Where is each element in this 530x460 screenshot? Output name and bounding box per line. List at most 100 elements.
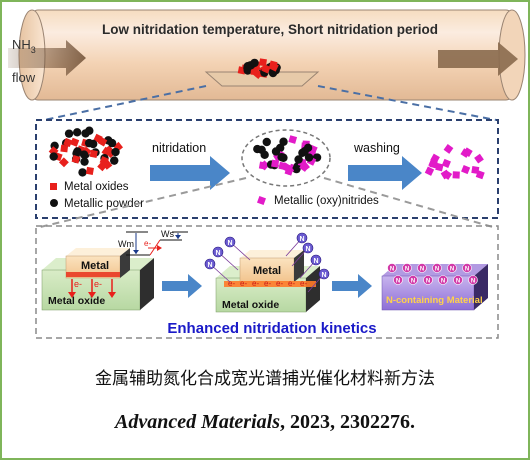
product-n-atom-label: N <box>465 267 469 273</box>
zoom-lines <box>43 85 497 121</box>
oxide-particle <box>259 58 267 67</box>
boat-particles <box>237 58 281 79</box>
gas-inlet-arrow <box>8 40 86 76</box>
oxynitride-particle <box>443 144 454 154</box>
product-n-atom-label: N <box>435 267 439 273</box>
kinetics-label: Enhanced nitridation kinetics <box>167 320 376 337</box>
n-atom-label: N <box>227 240 232 247</box>
n-atom-label: N <box>313 258 318 265</box>
product-label: N-containing Material <box>386 295 483 306</box>
mechanism-arrow-2 <box>332 274 372 298</box>
oxynitride-particle <box>452 171 460 179</box>
metal-particle <box>277 152 286 162</box>
oxide-particle <box>261 64 271 74</box>
oxide-particle <box>97 136 108 147</box>
electron-label-2: e- <box>94 279 102 289</box>
product-n-atom-label: N <box>405 267 409 273</box>
product-n-atom <box>468 275 478 285</box>
oxide-particle <box>71 154 81 164</box>
oxide-particle <box>85 166 94 175</box>
metal-particle <box>84 138 94 148</box>
metal-oxides-legend: Metal oxides <box>64 181 129 193</box>
product-n-atom <box>423 275 433 285</box>
interface-electrons: e-e-e-e-e-e-e- <box>228 279 307 288</box>
electron-label-1: e- <box>74 279 82 289</box>
product-n-atom-label: N <box>426 279 430 285</box>
nitrided-particles-cluster <box>253 135 322 176</box>
mixed-particles-cluster <box>48 126 124 177</box>
metal-particle <box>111 147 120 157</box>
gas-outlet-arrow <box>438 42 518 76</box>
oxide-particle <box>60 144 69 153</box>
journal-name: Advanced Materials <box>115 411 280 433</box>
oxide-particle <box>89 149 98 158</box>
oxynitride-particle <box>460 148 471 158</box>
interface-block-initial <box>41 248 154 311</box>
electron-label-band: e- <box>144 239 151 248</box>
electron-symbol: e- <box>300 279 307 288</box>
metal-particle <box>73 147 82 156</box>
metal-particle <box>78 168 87 177</box>
metal-particle <box>81 129 90 138</box>
oxynitride-particle <box>441 158 451 168</box>
tube-title: Low nitridation temperature, Short nitri… <box>102 22 438 37</box>
metal-particle <box>49 152 58 161</box>
mechanism-box <box>35 225 499 339</box>
product-n-atom <box>387 263 397 273</box>
oxide-label-left: Metal oxide <box>48 295 105 307</box>
metal-particle <box>110 156 119 165</box>
flow-label: flow <box>12 70 36 85</box>
metallic-powder-legend: Metallic powder <box>64 198 144 210</box>
schematic: Low nitridation temperature, Short nitri… <box>8 9 526 339</box>
n-atom <box>296 232 308 244</box>
oxynitride-particle <box>430 153 440 164</box>
n-atom-label: N <box>299 236 304 243</box>
chinese-caption: 金属辅助氮化合成宽光谱捕光催化材料新方法 <box>95 369 435 389</box>
product-n-atom <box>453 275 463 285</box>
product-n-atom-label: N <box>441 279 445 285</box>
metal-particle <box>262 137 271 147</box>
metal-particle <box>80 157 89 166</box>
product-n-atom <box>438 275 448 285</box>
product-n-atom-label: N <box>450 267 454 273</box>
n-atom <box>302 242 314 254</box>
product-n-atom <box>393 275 403 285</box>
oxynitride-particle <box>284 165 295 175</box>
metal-particle <box>72 128 82 137</box>
oxynitride-particle <box>299 162 310 172</box>
n-atom <box>212 246 224 258</box>
oxynitride-particle <box>258 161 267 170</box>
metal-particle <box>303 143 313 153</box>
oxynitride-particle <box>278 161 287 171</box>
product-n-atom <box>432 263 442 273</box>
product-n-atom-label: N <box>411 279 415 285</box>
oxide-particle <box>269 62 279 72</box>
product-n-atom-label: N <box>390 267 394 273</box>
process-box <box>35 119 499 219</box>
n-atom-label: N <box>305 246 310 253</box>
oxynitride-particle <box>471 165 480 174</box>
washing-arrow <box>348 156 422 190</box>
product-n-atom <box>462 263 472 273</box>
band-diagram <box>126 231 188 256</box>
oxide-particle <box>250 67 258 76</box>
oxynitride-particle <box>271 159 280 168</box>
sample-boat <box>204 71 320 87</box>
n-atom <box>310 254 322 266</box>
citation-details: , 2023, 2302276. <box>280 411 415 433</box>
metal-particle <box>294 155 303 164</box>
metal-particle <box>79 150 89 159</box>
oxynitride-legend-marker <box>257 196 266 205</box>
product-n-atom <box>408 275 418 285</box>
product-n-atom <box>447 263 457 273</box>
product-n-atom <box>402 263 412 273</box>
oxynitride-particle <box>461 164 471 175</box>
interface-block-nitriding <box>215 250 320 313</box>
metal-label-left: Metal <box>81 260 109 272</box>
gas-label: NH3 <box>12 37 36 55</box>
metal-particle <box>260 150 269 160</box>
zoom-circle <box>241 129 331 187</box>
